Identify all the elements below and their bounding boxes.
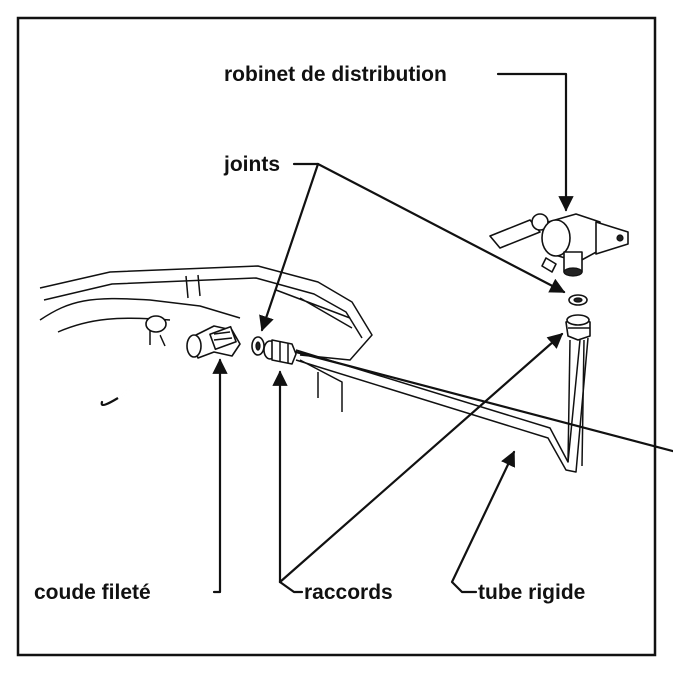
dispensing-tap	[489, 213, 629, 277]
rigid-tube-upper	[295, 339, 581, 463]
flexible-hose	[100, 328, 162, 407]
label-tube: tube rigide	[478, 581, 585, 604]
rigid-tube-vertical-a	[567, 339, 571, 463]
leader-joints	[259, 162, 566, 332]
label-joints: joints	[223, 153, 280, 176]
rigid-tube	[294, 350, 673, 453]
label-robinet: robinet de distribution	[224, 63, 447, 86]
leader-tube	[450, 450, 516, 594]
rigid-tube-vertical-b	[581, 339, 585, 467]
leader-raccords	[272, 332, 564, 594]
fitting-left	[263, 339, 297, 365]
label-raccords: raccords	[304, 581, 393, 604]
seal-right-hole	[573, 297, 583, 303]
hose-connector	[145, 315, 167, 333]
leader-robinet	[496, 72, 574, 212]
diagram-frame	[16, 16, 657, 657]
seal-left-hole	[255, 341, 261, 351]
fitting-right	[565, 314, 591, 341]
flexible-hose-inner	[117, 329, 162, 400]
threaded-elbow	[186, 325, 241, 359]
label-coude: coude fileté	[34, 581, 151, 604]
rigid-tube-lower	[295, 337, 589, 473]
leader-coude	[212, 358, 228, 594]
